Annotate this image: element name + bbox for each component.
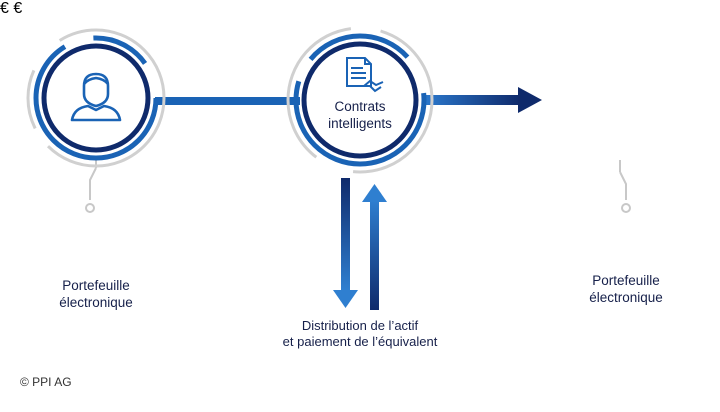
copyright-notice: © PPI AG [20,375,72,389]
flow-caption: Distribution de l’actif et paiement de l… [282,318,438,349]
user-node-left [26,28,166,168]
wallet-right-label: Portefeuille électronique [589,273,663,305]
contract-handshake-icon [346,57,384,93]
smartphone-euro-icon: € [13,0,23,17]
up-arrow-payment [362,184,387,310]
contracts-label: Contrats intelligents [328,99,392,131]
connector-user-to-contracts [155,97,300,105]
down-arrow-asset-distribution [333,178,358,308]
smartphone-euro-icon: € [0,0,9,17]
wallet-node-left: € [0,0,13,17]
wallet-left-label: Portefeuille électronique [59,278,133,310]
wallet-node-right: € [13,0,22,17]
link-user-wallet-right [619,160,631,213]
arrow-contracts-to-user [425,87,542,113]
contracts-node [286,26,434,174]
man-user-icon [70,72,122,122]
